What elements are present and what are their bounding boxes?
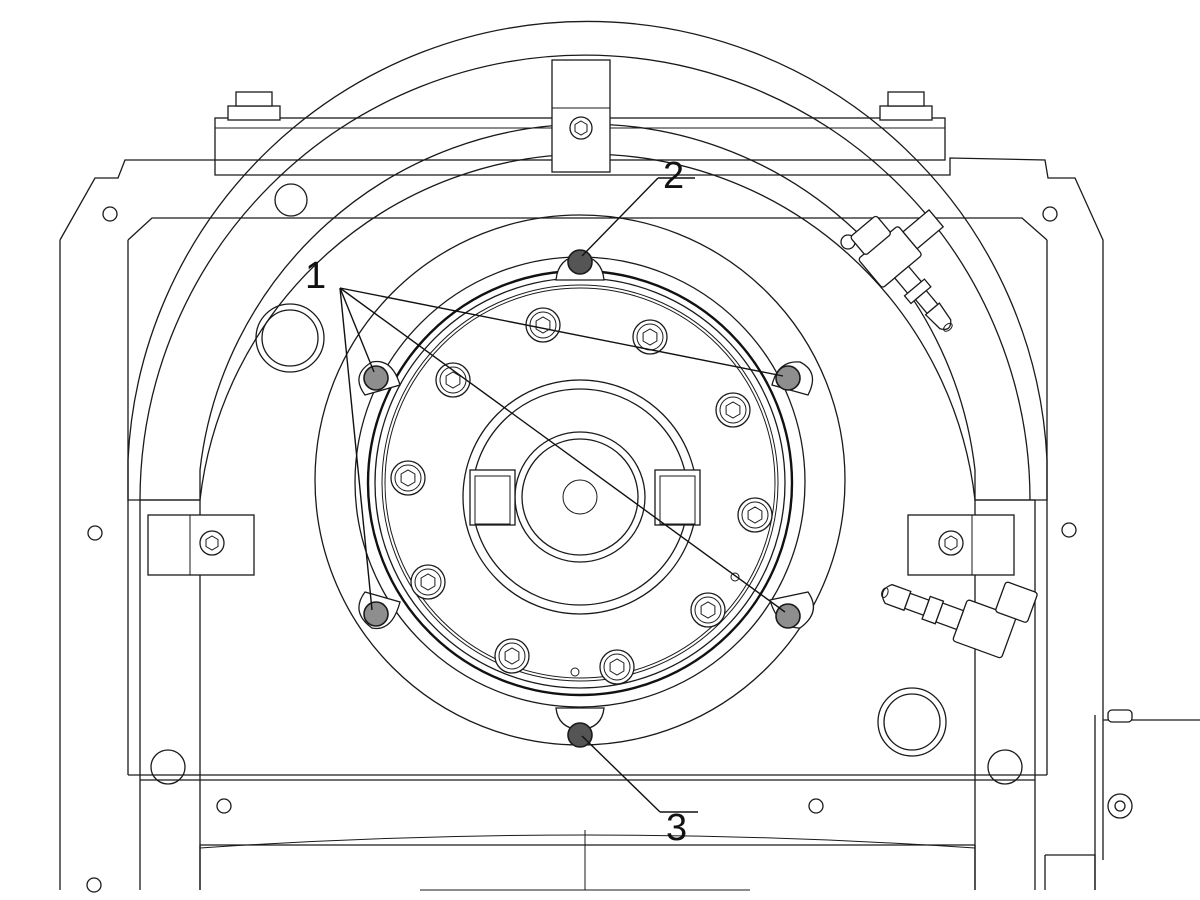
locating-pin-bottom-left	[363, 601, 389, 627]
side-clamps	[147, 514, 1015, 576]
leader-1-to-pin-bottom-left	[339, 287, 373, 611]
leader-1-to-pin-top-left	[339, 287, 375, 373]
callout-1: 1	[305, 255, 326, 297]
socket-screw	[410, 564, 446, 600]
socket-screw	[715, 392, 751, 428]
socket-screw	[525, 307, 561, 343]
socket-screw	[599, 649, 635, 685]
socket-screw	[390, 460, 426, 496]
leader-3-to-bottom-pin	[581, 735, 661, 813]
housing-frame	[59, 157, 1104, 891]
top-bracket	[551, 59, 611, 173]
socket-screw	[632, 319, 668, 355]
locating-pin-top-right	[775, 365, 801, 391]
socket-screws	[390, 307, 773, 685]
leader-lines	[339, 177, 786, 813]
socket-screw	[435, 362, 471, 398]
top-pin	[567, 249, 593, 275]
air-fitting-upper	[850, 209, 953, 332]
callout-3: 3	[666, 807, 687, 849]
leader-1-to-pin-top-right	[339, 287, 784, 377]
air-fitting-lower	[881, 581, 1038, 659]
leader-2-to-top-pin	[581, 177, 659, 257]
frame-holes	[86, 183, 1077, 893]
socket-screw	[737, 497, 773, 533]
callout-2: 2	[663, 155, 684, 197]
leader-1-to-pin-bottom-right	[339, 287, 786, 613]
socket-screw	[690, 592, 726, 628]
bottom-pin	[567, 722, 593, 748]
socket-screw	[494, 638, 530, 674]
side-panel-right	[1044, 709, 1200, 890]
spindle-hub	[462, 379, 740, 677]
locating-pin-top-left	[363, 365, 389, 391]
